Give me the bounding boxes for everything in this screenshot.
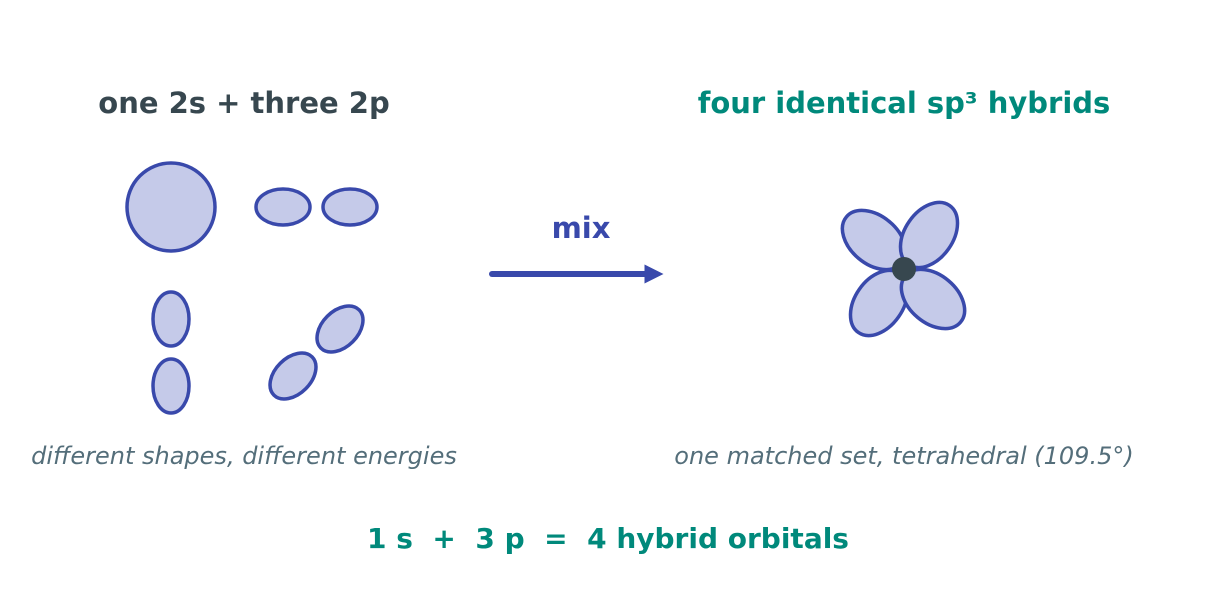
- py-lobe-lower: [268, 351, 318, 401]
- left-title: one 2s + three 2p: [98, 86, 389, 120]
- px-lobe-right: [321, 187, 379, 227]
- atomic-orbitals: [125, 161, 379, 415]
- pz-lobe-top: [151, 290, 191, 348]
- mix-arrow: mix: [489, 211, 664, 284]
- hybrid-equation: 1 s + 3 p = 4 hybrid orbitals: [367, 522, 849, 555]
- py-orbital: [268, 304, 365, 401]
- right-caption: one matched set, tetrahedral (109.5°): [674, 442, 1133, 470]
- nucleus: [892, 257, 916, 281]
- py-lobe-upper: [315, 304, 365, 354]
- sp3-hybrids: [840, 200, 967, 338]
- px-lobe-left: [254, 187, 312, 227]
- left-caption: different shapes, different energies: [31, 442, 457, 470]
- px-orbital: [254, 187, 379, 227]
- pz-lobe-bottom: [151, 357, 191, 415]
- s-orbital: [125, 161, 217, 253]
- mix-label: mix: [552, 211, 611, 245]
- pz-orbital: [151, 290, 191, 415]
- right-title: four identical sp³ hybrids: [698, 86, 1111, 120]
